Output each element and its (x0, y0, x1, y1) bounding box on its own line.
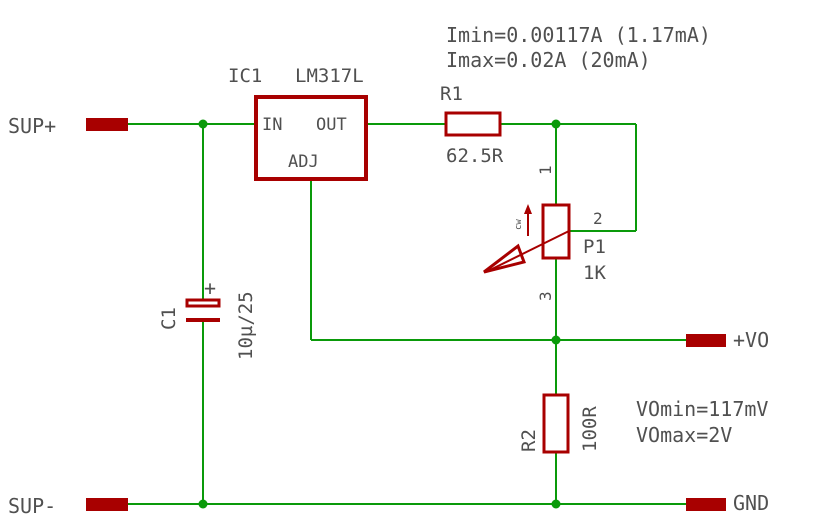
p1-cw-arrow-head (524, 204, 532, 214)
p1-pin1-label: 1 (536, 165, 555, 175)
connectors: SUP+ SUP- +VO GND (8, 114, 769, 518)
c1-capacitor: + C1 10µ/25 (158, 276, 257, 370)
wires (128, 123, 686, 505)
ic1-pin-in-label: IN (262, 115, 282, 135)
p1-pin2-label: 2 (593, 209, 603, 228)
ic1-regulator: IN OUT ADJ IC1 LM317L (228, 65, 368, 181)
p1-body (541, 203, 571, 260)
p1-wiper-arrow (483, 243, 526, 274)
c1-name: C1 (158, 307, 180, 330)
r2-value: 100R (579, 406, 601, 452)
r2-resistor: R2 100R (518, 393, 601, 454)
note-vomin: VOmin=117mV (636, 397, 768, 421)
junction-vo (551, 335, 561, 345)
r2-name: R2 (518, 429, 540, 452)
ic1-pin-adj-label: ADJ (288, 152, 319, 172)
junctions (198, 119, 561, 509)
ic1-name: IC1 (228, 65, 262, 87)
r1-resistor: R1 62.5R (440, 83, 504, 167)
junction-sup-plus (198, 119, 208, 129)
c1-plate-positive (185, 298, 221, 308)
p1-value: 1K (583, 262, 606, 284)
label-sup-plus: SUP+ (8, 114, 56, 138)
pad-gnd (686, 498, 726, 511)
label-vo-plus: +VO (733, 328, 769, 352)
note-imin: Imin=0.00117A (1.17mA) (446, 23, 711, 47)
p1-name: P1 (583, 236, 606, 258)
ic1-body (254, 95, 368, 181)
p1-cw-label: cw (514, 219, 524, 230)
pad-vo-plus (686, 334, 726, 347)
p1-pin3-label: 3 (536, 291, 555, 301)
r2-body (542, 393, 570, 454)
ic1-pin-out-label: OUT (316, 115, 347, 135)
p1-potentiometer: cw 1 2 3 P1 1K (483, 165, 606, 301)
junction-gnd-c1 (198, 499, 208, 509)
label-sup-minus: SUP- (8, 494, 56, 518)
junction-gnd-r2 (551, 499, 561, 509)
ic1-value: LM317L (295, 65, 364, 87)
r1-name: R1 (440, 83, 463, 105)
pad-sup-plus (86, 118, 128, 131)
note-imax: Imax=0.02A (20mA) (446, 48, 651, 72)
c1-value: 10µ/25 (235, 291, 257, 360)
pad-sup-minus (86, 498, 128, 511)
c1-plus-sign: + (204, 276, 216, 300)
annotations: Imin=0.00117A (1.17mA) Imax=0.02A (20mA)… (446, 23, 768, 447)
p1-wiper-line (489, 230, 570, 271)
r1-body (444, 111, 502, 137)
junction-r1-p1 (551, 119, 561, 129)
label-gnd: GND (733, 491, 769, 515)
note-vomax: VOmax=2V (636, 423, 732, 447)
r1-value: 62.5R (446, 145, 504, 167)
